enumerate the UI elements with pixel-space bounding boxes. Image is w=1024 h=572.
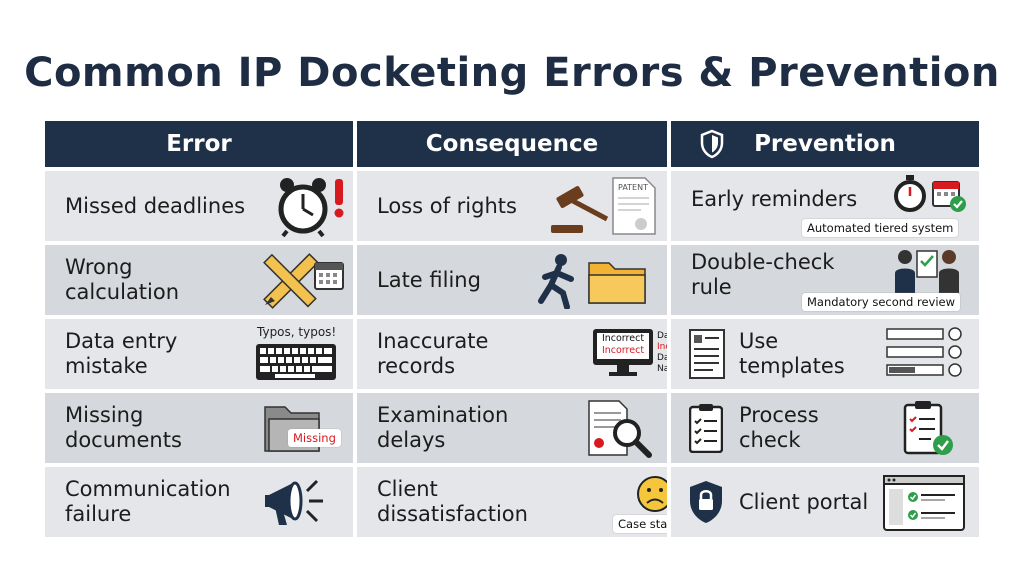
row-1-error-text: Missed deadlines	[65, 193, 246, 218]
header-consequence: Consequence	[357, 121, 667, 167]
portal-window-icon	[883, 475, 965, 531]
row-5-prevention: Client portal	[671, 467, 979, 537]
form-document-icon	[689, 329, 725, 379]
side-label-2: Incorrect	[657, 342, 667, 352]
row-2-prevention-tag: Mandatory second review	[802, 293, 961, 311]
row-3-prevention-text: Use templates	[739, 329, 845, 378]
sad-face-icon	[637, 476, 667, 512]
row-3-error-tag: Typos, typos!	[257, 325, 336, 339]
monitor-icon: Incorrect Incorrect	[593, 329, 653, 376]
page-title: Common IP Docketing Errors & Prevention	[24, 50, 1000, 96]
row-2-consequence-text: Late filing	[377, 267, 481, 292]
exclamation-icon	[334, 179, 344, 218]
row-3-consequence-text: Inaccurate records	[377, 329, 489, 378]
calendar-check-icon	[932, 181, 966, 212]
megaphone-icon	[265, 479, 323, 525]
row-5-error-text: Communication failure	[65, 477, 231, 526]
row-4-prevention-text: Process check	[739, 403, 819, 452]
row-4-consequence: Examination delays	[357, 393, 667, 463]
shield-icon	[700, 129, 724, 159]
calendar-icon	[314, 262, 344, 290]
keyboard-icon	[256, 344, 336, 380]
row-2-error: Wrong calculation	[45, 245, 353, 315]
row-1-prevention-tag: Automated tiered system	[802, 219, 959, 237]
row-1-consequence-text: Loss of rights	[377, 193, 517, 218]
row-5-consequence-text: Client dissatisfaction	[377, 477, 528, 526]
row-2-prevention: Double-check rule Mandatory second revie…	[671, 245, 979, 315]
monitor-side-labels: Dates Incorrect Dates Names	[657, 331, 667, 375]
header-consequence-label: Consequence	[425, 131, 599, 157]
clipboard-icon	[689, 404, 723, 453]
alarm-clock-icon	[278, 178, 328, 237]
case-status-tag: Case status	[613, 515, 667, 533]
template-form-icon	[886, 327, 962, 377]
row-2-error-text: Wrong calculation	[65, 255, 180, 304]
clipboard-check-icon	[903, 401, 953, 455]
row-2-prevention-text: Double-check rule	[691, 250, 835, 299]
row-4-consequence-text: Examination delays	[377, 403, 509, 452]
row-1-prevention-text: Early reminders	[691, 186, 858, 211]
row-4-error: Missing documents Missing	[45, 393, 353, 463]
pencil-ruler-icon	[263, 253, 319, 309]
running-man-icon	[538, 254, 574, 309]
side-label-3: Dates	[657, 353, 667, 363]
row-4-prevention: Process check	[671, 393, 979, 463]
gavel-icon	[551, 186, 609, 233]
row-3-error-text: Data entry mistake	[65, 329, 178, 378]
side-label-1: Dates	[657, 331, 667, 341]
shield-lock-icon	[690, 481, 722, 523]
row-1-error: Missed deadlines	[45, 171, 353, 241]
missing-tag: Missing	[288, 429, 341, 447]
header-error: Error	[45, 121, 353, 167]
folder-icon	[588, 262, 646, 304]
svg-text:PATENT: PATENT	[618, 183, 648, 192]
header-error-label: Error	[166, 131, 232, 157]
patent-document-icon: PATENT	[612, 177, 656, 235]
typos-label: Typos, typos!	[257, 325, 337, 339]
side-label-4: Names	[657, 364, 667, 374]
row-3-prevention: Use templates	[671, 319, 979, 389]
row-3-error: Data entry mistake Typos, typos!	[45, 319, 353, 389]
magnifier-document-icon	[588, 400, 652, 458]
stopwatch-icon	[894, 175, 926, 212]
reviewers-icon	[895, 250, 959, 293]
header-prevention-label: Prevention	[754, 131, 896, 157]
row-1-consequence: Loss of rights PATENT	[357, 171, 667, 241]
row-5-consequence: Client dissatisfaction Case status	[357, 467, 667, 537]
monitor-line-2: Incorrect	[601, 345, 645, 356]
header-prevention: Prevention	[671, 121, 979, 167]
row-3-consequence: Inaccurate records Incorrect Incorrect D…	[357, 319, 667, 389]
row-1-prevention: Early reminders Automated tiered system	[671, 171, 979, 241]
row-4-error-text: Missing documents	[65, 403, 182, 452]
row-5-prevention-text: Client portal	[739, 489, 869, 514]
row-5-error: Communication failure	[45, 467, 353, 537]
row-2-consequence: Late filing	[357, 245, 667, 315]
monitor-line-1: Incorrect	[601, 333, 645, 344]
